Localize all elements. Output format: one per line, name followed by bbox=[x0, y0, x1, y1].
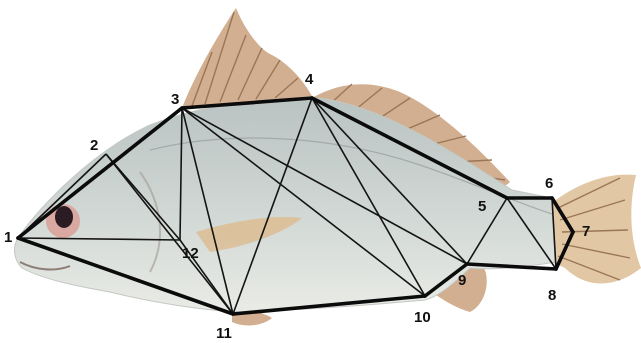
landmark-label-11: 11 bbox=[216, 325, 232, 342]
landmark-label-8: 8 bbox=[548, 287, 556, 304]
landmark-label-5: 5 bbox=[478, 198, 486, 215]
landmark-label-1: 1 bbox=[4, 229, 12, 246]
landmark-label-12: 12 bbox=[182, 245, 199, 262]
landmark-label-2: 2 bbox=[90, 137, 98, 154]
landmark-label-7: 7 bbox=[582, 223, 590, 240]
caudal-fin bbox=[552, 175, 641, 284]
landmark-label-6: 6 bbox=[545, 175, 553, 192]
landmark-label-9: 9 bbox=[458, 272, 466, 289]
landmark-label-10: 10 bbox=[414, 309, 431, 326]
landmark-label-3: 3 bbox=[171, 91, 179, 108]
dorsal-fin-spiny bbox=[182, 8, 312, 108]
landmark-label-4: 4 bbox=[305, 71, 314, 88]
eye-pupil bbox=[55, 206, 73, 228]
